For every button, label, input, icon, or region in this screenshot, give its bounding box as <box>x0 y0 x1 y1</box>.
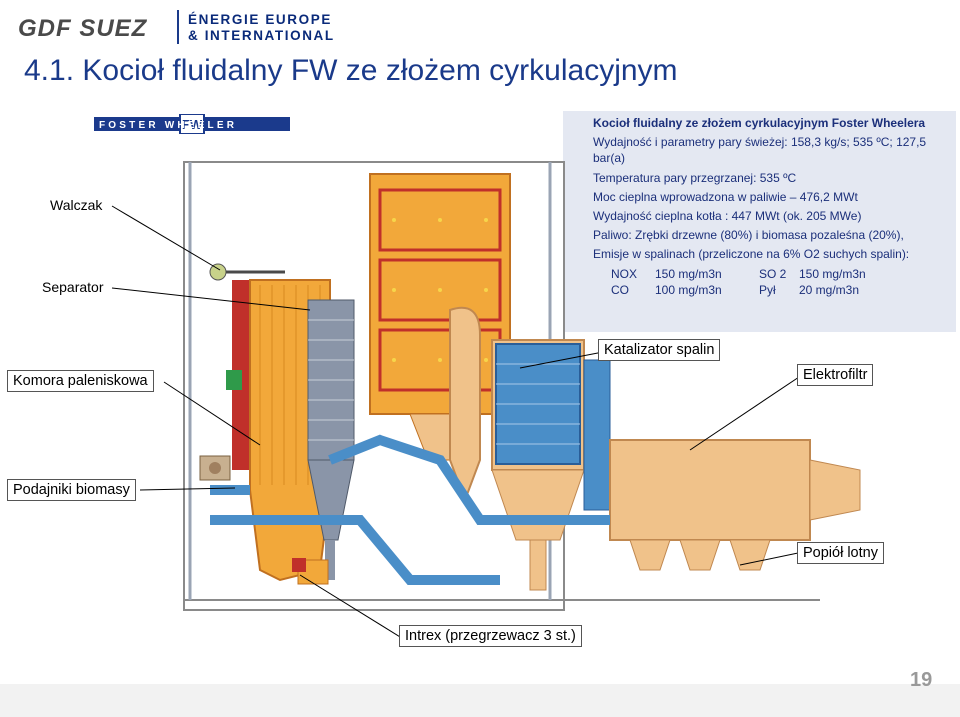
spec-fuel-power: Moc cieplna wprowadzona w paliwie – 476,… <box>593 189 858 204</box>
page-title: 4.1. Kocioł fluidalny FW ze złożem cyrku… <box>24 54 678 87</box>
label-katalizator-spalin: Katalizator spalin <box>598 339 721 361</box>
fw-logo-text: FOSTER WHEELER <box>99 120 237 131</box>
svg-text:FW: FW <box>182 117 203 132</box>
label-komora-paleniskowa: Komora paleniskowa <box>7 370 154 392</box>
label-popiol-lotny: Popiół lotny <box>797 542 884 564</box>
gdf-suez-logo-text: GDF SUEZ <box>18 15 148 42</box>
emission-nox-value: 150 mg/m3n <box>655 266 722 281</box>
green-valve <box>226 370 242 390</box>
spec-emissions-heading: Emisje w spalinach (przeliczone na 6% O2… <box>593 247 910 262</box>
label-podajniki-biomasy: Podajniki biomasy <box>7 479 136 501</box>
drum <box>209 263 285 281</box>
biomass-feeders <box>199 455 231 481</box>
intrex <box>292 558 329 585</box>
spec-reheat-temp: Temperatura pary przegrzanej: 535 ºC <box>593 170 797 185</box>
emission-so2-label: SO 2 <box>759 266 787 281</box>
emission-dust-value: 20 mg/m3n <box>799 282 860 297</box>
brand-line-1: ÉNERGIE EUROPE <box>188 12 332 27</box>
air-heater <box>583 359 611 511</box>
emission-dust-label: Pył <box>759 282 776 297</box>
emission-row-1: NOX 150 mg/m3n SO 2 150 mg/m3n <box>611 266 948 282</box>
gdf-suez-logo: GDF SUEZ <box>18 15 148 42</box>
foster-wheeler-logo: FW FOSTER WHEELER <box>94 114 290 134</box>
emission-co-label: CO <box>611 282 629 297</box>
emission-so2-value: 150 mg/m3n <box>799 266 866 281</box>
catalyst-tower <box>491 339 585 591</box>
label-intrex: Intrex (przegrzewacz 3 st.) <box>399 625 582 647</box>
cyclone-separator <box>307 299 355 580</box>
backpass <box>369 173 511 461</box>
label-elektrofiltr: Elektrofiltr <box>797 364 874 386</box>
specs-heading: Kocioł fluidalny ze złożem cyrkulacyjnym… <box>593 116 926 130</box>
page-number: 19 <box>910 669 933 691</box>
label-walczak: Walczak <box>50 197 103 213</box>
emission-nox-label: NOX <box>611 266 638 281</box>
emission-row-2: CO 100 mg/m3n Pył 20 mg/m3n <box>611 282 948 298</box>
spec-fuel: Paliwo: Zrębki drzewne (80%) i biomasa p… <box>593 228 904 243</box>
spec-thermal-output: Wydajność cieplna kotła : 447 MWt (ok. 2… <box>593 208 862 223</box>
footer-band <box>0 684 960 717</box>
emission-co-value: 100 mg/m3n <box>655 282 722 297</box>
brand-line-2: & INTERNATIONAL <box>188 28 335 43</box>
header-divider <box>177 10 179 44</box>
spec-fresh-steam: Wydajność i parametry pary świeżej: 158,… <box>593 135 927 166</box>
label-separator: Separator <box>42 279 104 295</box>
boiler-specs-panel: Kocioł fluidalny ze złożem cyrkulacyjnym… <box>563 111 956 332</box>
flue-duct-loop <box>449 306 481 503</box>
